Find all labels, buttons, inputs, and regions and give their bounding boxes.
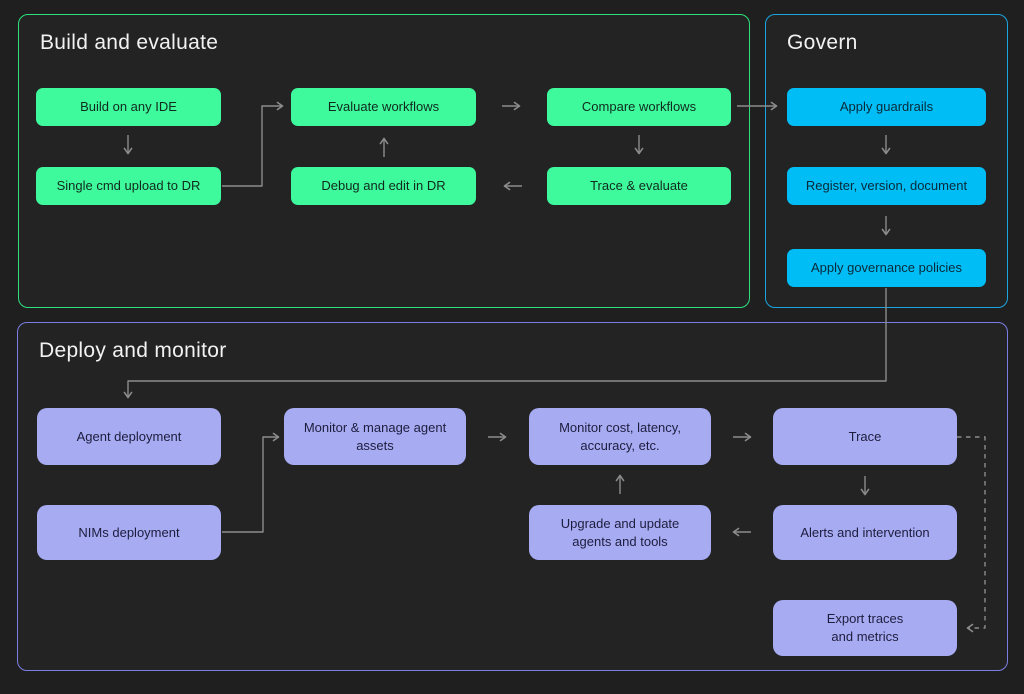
- section-title-build: Build and evaluate: [40, 31, 219, 54]
- node-build-on-any-ide: Build on any IDE: [36, 88, 221, 126]
- node-nims-deployment: NIMs deployment: [37, 505, 221, 560]
- node-register-version-document: Register, version, document: [787, 167, 986, 205]
- node-apply-governance-policies: Apply governance policies: [787, 249, 986, 287]
- node-monitor-manage-agent-assets: Monitor & manage agent assets: [284, 408, 466, 465]
- section-build-and-evaluate: Build and evaluate: [18, 14, 750, 308]
- node-compare-workflows: Compare workflows: [547, 88, 731, 126]
- node-monitor-cost-latency-accuracy: Monitor cost, latency, accuracy, etc.: [529, 408, 711, 465]
- node-single-cmd-upload-to-dr: Single cmd upload to DR: [36, 167, 221, 205]
- node-evaluate-workflows: Evaluate workflows: [291, 88, 476, 126]
- node-export-traces-and-metrics: Export traces and metrics: [773, 600, 957, 656]
- node-agent-deployment: Agent deployment: [37, 408, 221, 465]
- section-title-govern: Govern: [787, 31, 858, 54]
- node-debug-and-edit-in-dr: Debug and edit in DR: [291, 167, 476, 205]
- section-title-deploy: Deploy and monitor: [39, 339, 227, 362]
- node-upgrade-update-agents-tools: Upgrade and update agents and tools: [529, 505, 711, 560]
- node-trace-and-evaluate: Trace & evaluate: [547, 167, 731, 205]
- node-apply-guardrails: Apply guardrails: [787, 88, 986, 126]
- node-alerts-and-intervention: Alerts and intervention: [773, 505, 957, 560]
- node-trace: Trace: [773, 408, 957, 465]
